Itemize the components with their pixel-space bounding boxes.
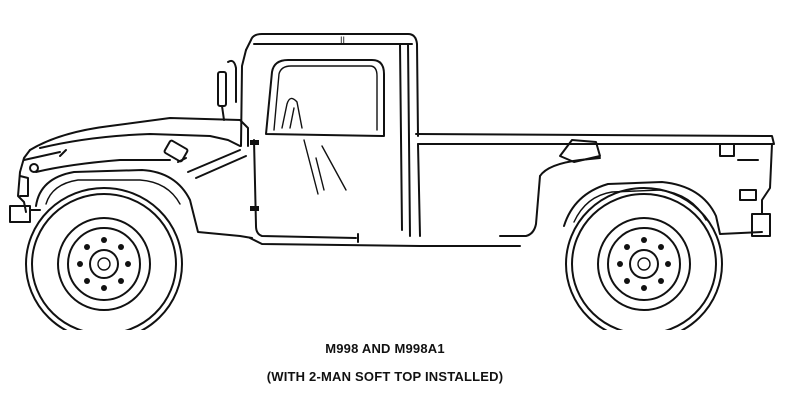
rocker-panel: [249, 175, 541, 247]
hood-front-body: [17, 117, 249, 213]
front-fender: [35, 169, 253, 239]
side-mirror: [217, 59, 237, 121]
front-wheel: [25, 187, 183, 330]
svg-text:II: II: [340, 35, 345, 45]
seat-frame: [281, 97, 303, 129]
humvee-line-drawing: II: [9, 33, 775, 330]
figure-caption-configuration: (WITH 2-MAN SOFT TOP INSTALLED): [266, 369, 504, 384]
door-window-inner: [273, 65, 378, 131]
rear-wheel: [565, 187, 723, 330]
cargo-bed: [415, 133, 775, 237]
front-fender-flare: [45, 179, 181, 205]
door: [250, 43, 411, 239]
rear-fender: [563, 181, 763, 235]
rear-bumper: [751, 213, 771, 237]
door-window: [265, 59, 385, 137]
figure-caption-model: M998 AND M998A1: [325, 341, 445, 356]
cowl-detail: [163, 139, 247, 179]
soft-top-cab: II: [240, 33, 419, 147]
front-bumper: [9, 205, 41, 223]
